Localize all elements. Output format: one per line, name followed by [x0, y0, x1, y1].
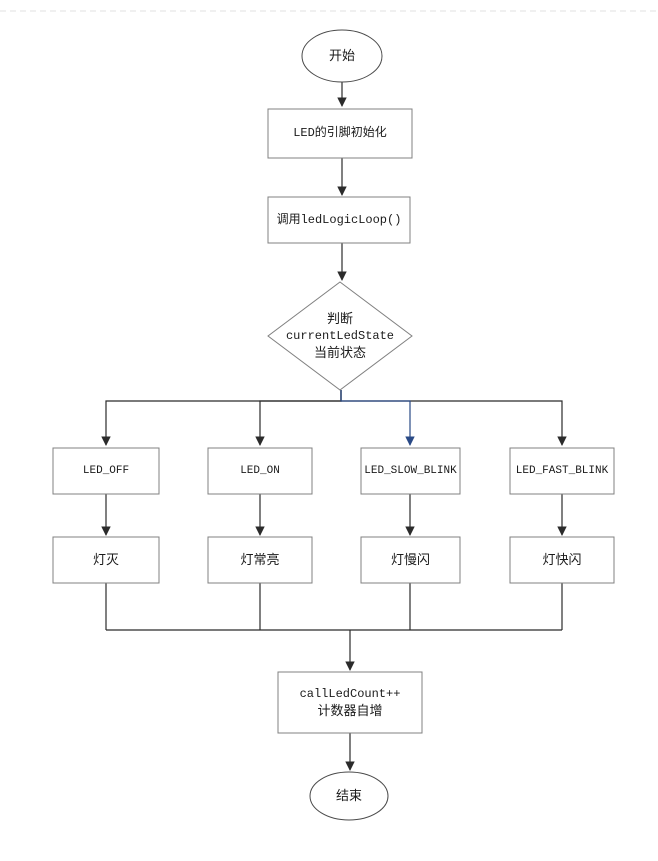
led-off-state-shape [52, 447, 160, 495]
call-process-shape [267, 196, 411, 244]
counter-process-shape [277, 671, 423, 734]
action-off-shape [52, 536, 160, 584]
action-fast-shape [509, 536, 615, 584]
connector-decision-to-led-off [101, 390, 342, 446]
connector-decision-to-led-on [255, 390, 342, 446]
connector-decision-to-led-slow-blink [340, 390, 415, 446]
init-process-shape [267, 108, 413, 159]
start-terminator-shape [301, 29, 383, 83]
led-slow-blink-state-shape [360, 447, 461, 495]
action-slow-shape [360, 536, 461, 584]
action-on-shape [207, 536, 313, 584]
led-on-state-shape [207, 447, 313, 495]
end-terminator-shape [309, 771, 389, 821]
led-fast-blink-state-shape [509, 447, 615, 495]
connector-decision-to-led-fast-blink [340, 390, 567, 446]
decision-diamond-shape [267, 281, 413, 391]
